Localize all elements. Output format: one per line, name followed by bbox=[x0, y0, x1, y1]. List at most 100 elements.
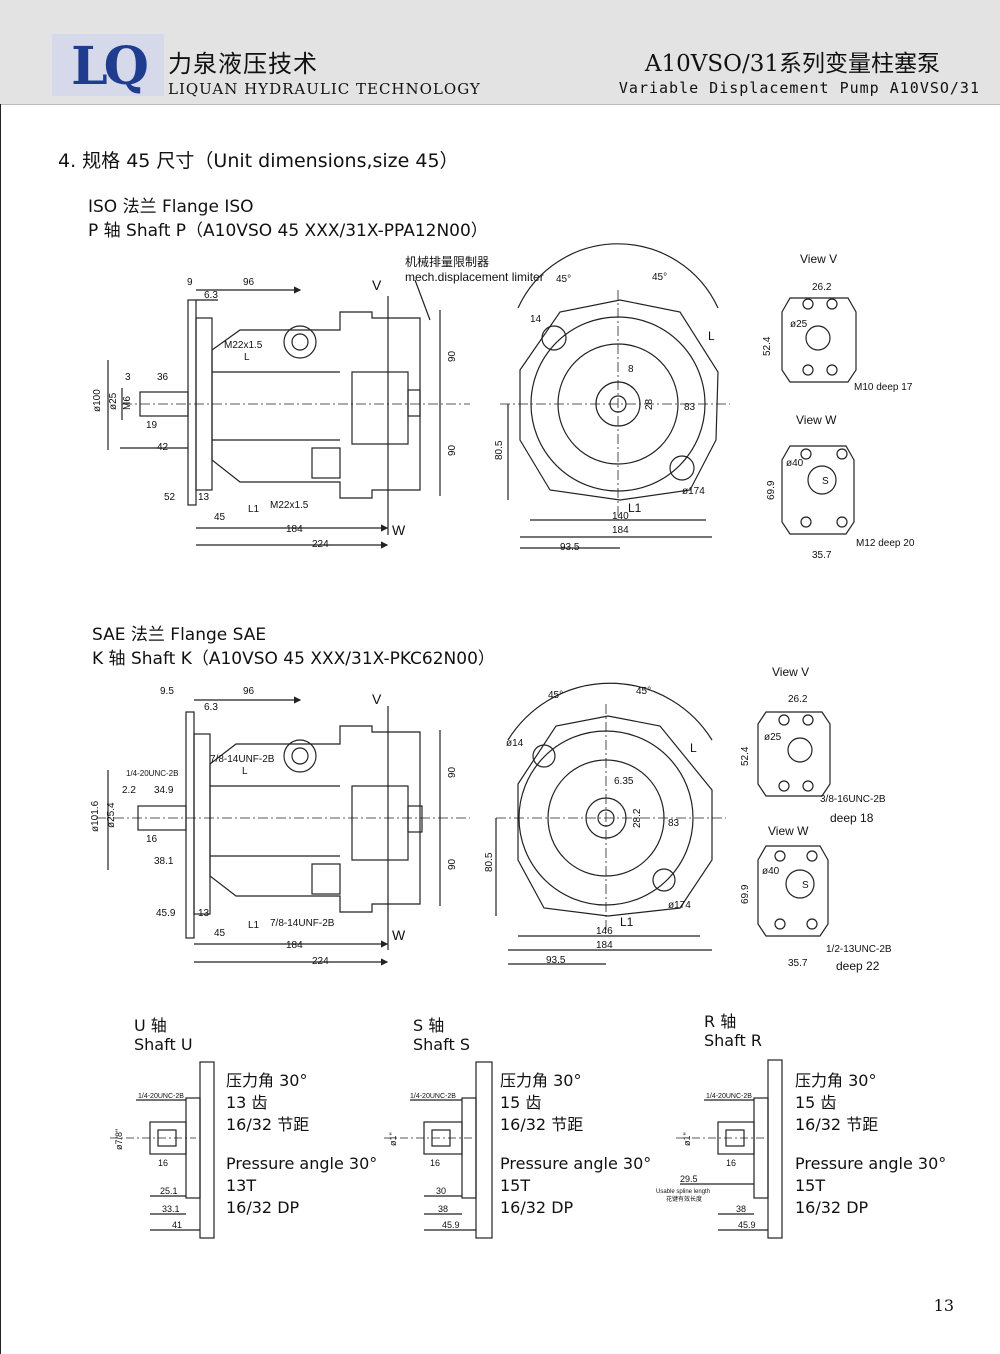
limiter-label-cn: 机械排量限制器 bbox=[405, 254, 489, 269]
dimension-label: 45.9 bbox=[156, 908, 176, 919]
iso-shaft-label: P 轴 Shaft P（A10VSO 45 XXX/31X-PPA12N00） bbox=[88, 221, 488, 241]
dimension-label: 90 bbox=[447, 350, 458, 362]
dimension-label: V bbox=[372, 691, 382, 707]
dimension-label: 1/4-20UNC-2B bbox=[138, 1093, 184, 1100]
sae-flange-label: SAE 法兰 Flange SAE bbox=[92, 625, 267, 645]
dimension-label: 2.2 bbox=[122, 785, 136, 796]
dimension-label: 224 bbox=[312, 539, 329, 550]
shaft-u-spec-en: Pressure angle 30° 13T 16/32 DP bbox=[226, 1154, 378, 1217]
iso-view-v bbox=[781, 297, 857, 383]
dimension-label: 83 bbox=[684, 402, 696, 413]
shaft-s-spec-en: Pressure angle 30° 15T 16/32 DP bbox=[500, 1154, 652, 1217]
dimension-label: deep 22 bbox=[836, 959, 880, 973]
dimension-label: 45° bbox=[548, 690, 563, 701]
shaft-r-spec-cn: 压力角 30° 15 齿 16/32 节距 bbox=[795, 1071, 879, 1134]
shaft-r-title-en: Shaft R bbox=[704, 1031, 762, 1050]
dimension-label: 38.1 bbox=[154, 856, 174, 867]
shaft-u-title-en: Shaft U bbox=[134, 1035, 193, 1054]
dimension-label: ø1" bbox=[682, 1132, 692, 1146]
dimension-label: 16 bbox=[146, 834, 158, 845]
dimension-label: L bbox=[244, 352, 250, 363]
dimension-label: 69.9 bbox=[740, 884, 751, 904]
sae-side-view bbox=[96, 696, 470, 966]
product-title: A10VSO/31系列变量柱塞泵 bbox=[644, 51, 940, 77]
dimension-label: 45° bbox=[652, 272, 667, 283]
dimension-label: 29.5 bbox=[680, 1174, 698, 1184]
logo-text: LQ bbox=[71, 36, 148, 96]
dimension-label: 13 bbox=[198, 908, 210, 919]
section-title: 4. 规格 45 尺寸（Unit dimensions,size 45） bbox=[58, 150, 459, 172]
iso-front-dims: 45° 45° 14 8 28 83 ø174 L L1 140 184 93.… bbox=[494, 272, 715, 553]
limiter-label-en: mech.displacement limiter bbox=[405, 270, 544, 284]
product-subtitle: Variable Displacement Pump A10VSO/31 bbox=[618, 79, 980, 97]
dimension-label: 80.5 bbox=[494, 440, 505, 460]
sae-shaft-label: K 轴 Shaft K（A10VSO 45 XXX/31X-PKC62N00） bbox=[92, 649, 495, 669]
dimension-label: ø1" bbox=[388, 1132, 398, 1146]
dimension-label: 184 bbox=[612, 525, 629, 536]
iso-view-v-label: View V bbox=[800, 252, 837, 266]
dimension-label: L1 bbox=[628, 501, 642, 515]
dimension-label: 90 bbox=[447, 766, 458, 778]
shaft-s-title-en: Shaft S bbox=[413, 1035, 470, 1054]
brand-name-cn: 力泉液压技术 bbox=[168, 50, 318, 78]
dimension-label: ø7/8" bbox=[114, 1129, 124, 1150]
dimension-label: M22x1.5 bbox=[224, 340, 263, 351]
dimension-label: ø100 bbox=[92, 389, 103, 412]
shaft-u-title-cn: U 轴 bbox=[134, 1016, 167, 1035]
dimension-label: S bbox=[822, 476, 829, 487]
dimension-label: 28 bbox=[644, 398, 655, 410]
page-header: LQ 力泉液压技术 LIQUAN HYDRAULIC TECHNOLOGY A1… bbox=[0, 0, 1000, 105]
dimension-label: 96 bbox=[243, 277, 255, 288]
shaft-r-title-cn: R 轴 bbox=[704, 1012, 737, 1031]
dimension-label: 3/8-16UNC-2B bbox=[820, 794, 886, 805]
dimension-label: 42 bbox=[157, 442, 169, 453]
shaft-r-spec-en: Pressure angle 30° 15T 16/32 DP bbox=[795, 1154, 947, 1217]
dimension-label: ø25 bbox=[764, 732, 782, 743]
dimension-label: 45 bbox=[214, 928, 226, 939]
iso-front-view bbox=[500, 243, 730, 549]
sae-view-w bbox=[757, 845, 829, 937]
dimension-label: 69.9 bbox=[766, 480, 777, 500]
dimension-label: 45.9 bbox=[738, 1220, 756, 1230]
dimension-label: ø25.4 bbox=[106, 802, 117, 828]
dimension-label: 80.5 bbox=[484, 852, 495, 872]
dimension-label: 6.3 bbox=[204, 702, 218, 713]
dimension-label: 6.3 bbox=[204, 290, 218, 301]
dimension-label: ø25 bbox=[108, 392, 119, 410]
dimension-label: 1/4-20UNC-2B bbox=[126, 769, 178, 778]
dimension-label: 8 bbox=[628, 364, 634, 375]
dimension-label: 146 bbox=[596, 926, 613, 937]
dimension-label: L bbox=[242, 766, 248, 777]
dimension-label: 16 bbox=[430, 1158, 440, 1168]
dimension-label: S bbox=[802, 880, 809, 891]
dimension-label: 30 bbox=[436, 1186, 446, 1196]
liquan-logo: LQ bbox=[52, 34, 164, 96]
dimension-label: 45° bbox=[556, 274, 571, 285]
shaft-r-drawing bbox=[676, 1059, 783, 1239]
dimension-label: 52.4 bbox=[740, 746, 751, 766]
sae-front-dims: 45° 45° ø14 6.35 28.2 83 ø174 L L1 146 1… bbox=[484, 686, 697, 966]
dimension-label: 41 bbox=[172, 1220, 182, 1230]
dimension-label: 1/4-20UNC-2B bbox=[410, 1093, 456, 1100]
dimension-label: 45.9 bbox=[442, 1220, 460, 1230]
dimension-label: 26.2 bbox=[788, 694, 808, 705]
dimension-label: 184 bbox=[286, 524, 303, 535]
dimension-label: W bbox=[392, 927, 406, 943]
dimension-label: 14 bbox=[530, 314, 542, 325]
dimension-label: 花键有效长度 bbox=[666, 1195, 702, 1203]
dimension-label: 28.2 bbox=[632, 808, 643, 828]
dimension-label: 33.1 bbox=[162, 1204, 180, 1214]
dimension-label: 26.2 bbox=[812, 282, 832, 293]
shaft-u-spec-cn: 压力角 30° 13 齿 16/32 节距 bbox=[226, 1071, 310, 1134]
dimension-label: ø25 bbox=[790, 319, 808, 330]
dimension-label: 93.5 bbox=[560, 542, 580, 553]
iso-view-w-label: View W bbox=[796, 413, 837, 427]
dimension-label: ø174 bbox=[668, 900, 691, 911]
dimension-label: 38 bbox=[438, 1204, 448, 1214]
dimension-label: 83 bbox=[668, 818, 680, 829]
dimension-label: 16 bbox=[726, 1158, 736, 1168]
shaft-s-spec-cn: 压力角 30° 15 齿 16/32 节距 bbox=[500, 1071, 584, 1134]
sae-side-dims: 9.5 96 6.3 7/8-14UNF-2B L 1/4-20UNC-2B 2… bbox=[90, 686, 458, 967]
brand-name-en: LIQUAN HYDRAULIC TECHNOLOGY bbox=[168, 80, 481, 98]
